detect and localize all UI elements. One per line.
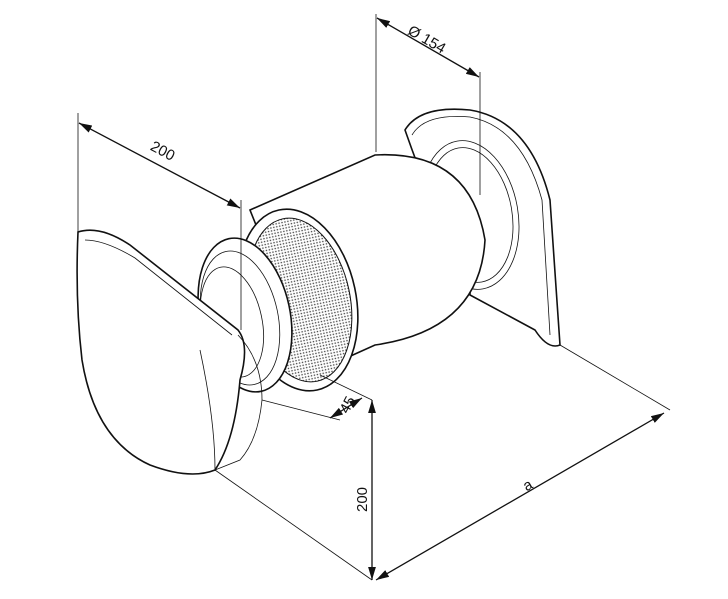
diameter-label: Ø 154 (405, 22, 449, 57)
hood-height-label: 200 (354, 487, 371, 512)
dimension-hood-height: 200 (214, 400, 376, 581)
hood-length-label: 200 (148, 138, 178, 165)
fan-cylinder (197, 153, 486, 393)
outer-hood (76, 229, 263, 475)
wall-length-label: a (520, 476, 536, 495)
dimension-hood-depth: 45 (261, 374, 373, 421)
dimension-wall-length: a (375, 344, 671, 581)
hood-depth-label: 45 (336, 394, 359, 417)
